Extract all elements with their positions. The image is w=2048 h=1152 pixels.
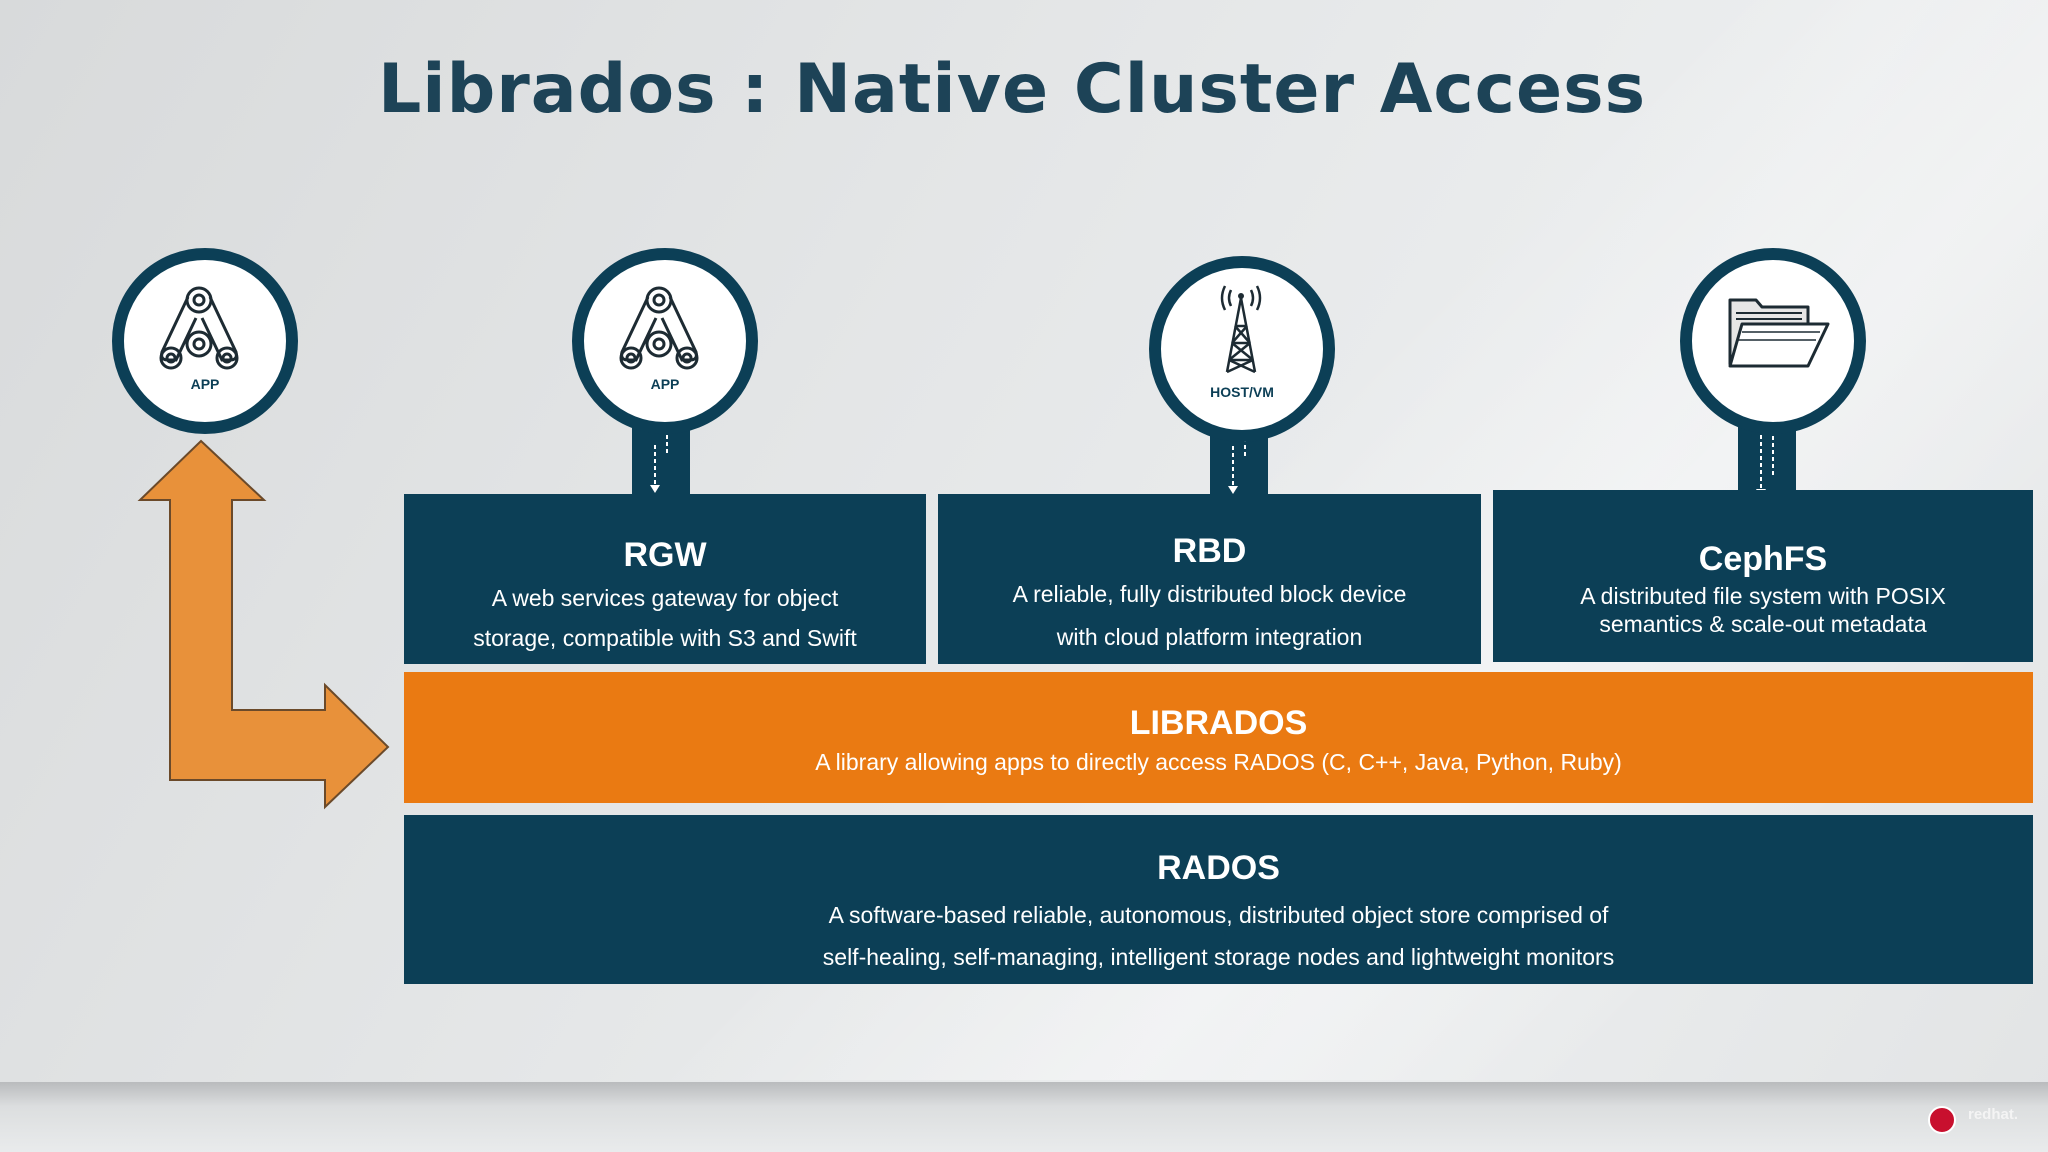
icon-label: APP [190, 376, 220, 392]
rgw-desc-line2: storage, compatible with S3 and Swift [473, 625, 857, 651]
rgw-box: RGW A web services gateway for object st… [404, 494, 926, 664]
icon-label: APP [650, 376, 680, 392]
librados-desc: A library allowing apps to directly acce… [815, 749, 1622, 775]
antenna-tower-icon [1220, 285, 1262, 374]
rados-box: RADOS A software-based reliable, autonom… [404, 815, 2033, 984]
footer-bar [0, 1082, 2048, 1152]
rados-name: RADOS [1157, 849, 1280, 887]
cephfs-box: CephFS A distributed file system with PO… [1493, 490, 2033, 662]
slide-title: Librados : Native Cluster Access [0, 50, 2048, 129]
folder-icon [1728, 298, 1830, 368]
redhat-logo-icon [1928, 1106, 1956, 1134]
bidirectional-arrow-icon [137, 439, 390, 810]
librados-name: LIBRADOS [1129, 704, 1308, 742]
host-circle: HOST/VM [1149, 256, 1335, 442]
rgw-name: RGW [623, 536, 707, 574]
slide-title-text: Librados : Native Cluster Access [377, 50, 1647, 129]
rbd-box: RBD A reliable, fully distributed block … [938, 494, 1481, 664]
cephfs-desc-line2: semantics & scale-out metadata [1599, 611, 1927, 637]
app-circle-2: APP [572, 248, 758, 434]
rados-desc-line2: self-healing, self-managing, intelligent… [822, 944, 1615, 970]
app-icon [619, 286, 699, 370]
rbd-name: RBD [1172, 532, 1247, 570]
icon-label: HOST/VM [1210, 384, 1274, 400]
rados-desc-line1: A software-based reliable, autonomous, d… [828, 902, 1609, 928]
rgw-desc-line1: A web services gateway for object [491, 585, 839, 611]
brand-text: redhat. [1967, 1106, 2018, 1123]
cephfs-desc-line1: A distributed file system with POSIX [1580, 583, 1946, 609]
librados-box: LIBRADOS A library allowing apps to dire… [404, 672, 2033, 803]
app-circle-1: APP [112, 248, 298, 434]
rbd-desc-line2: with cloud platform integration [1056, 624, 1363, 650]
app-icon [159, 286, 239, 370]
rbd-desc-line1: A reliable, fully distributed block devi… [1012, 581, 1407, 607]
filesystem-circle [1680, 248, 1866, 434]
cephfs-name: CephFS [1698, 540, 1828, 578]
